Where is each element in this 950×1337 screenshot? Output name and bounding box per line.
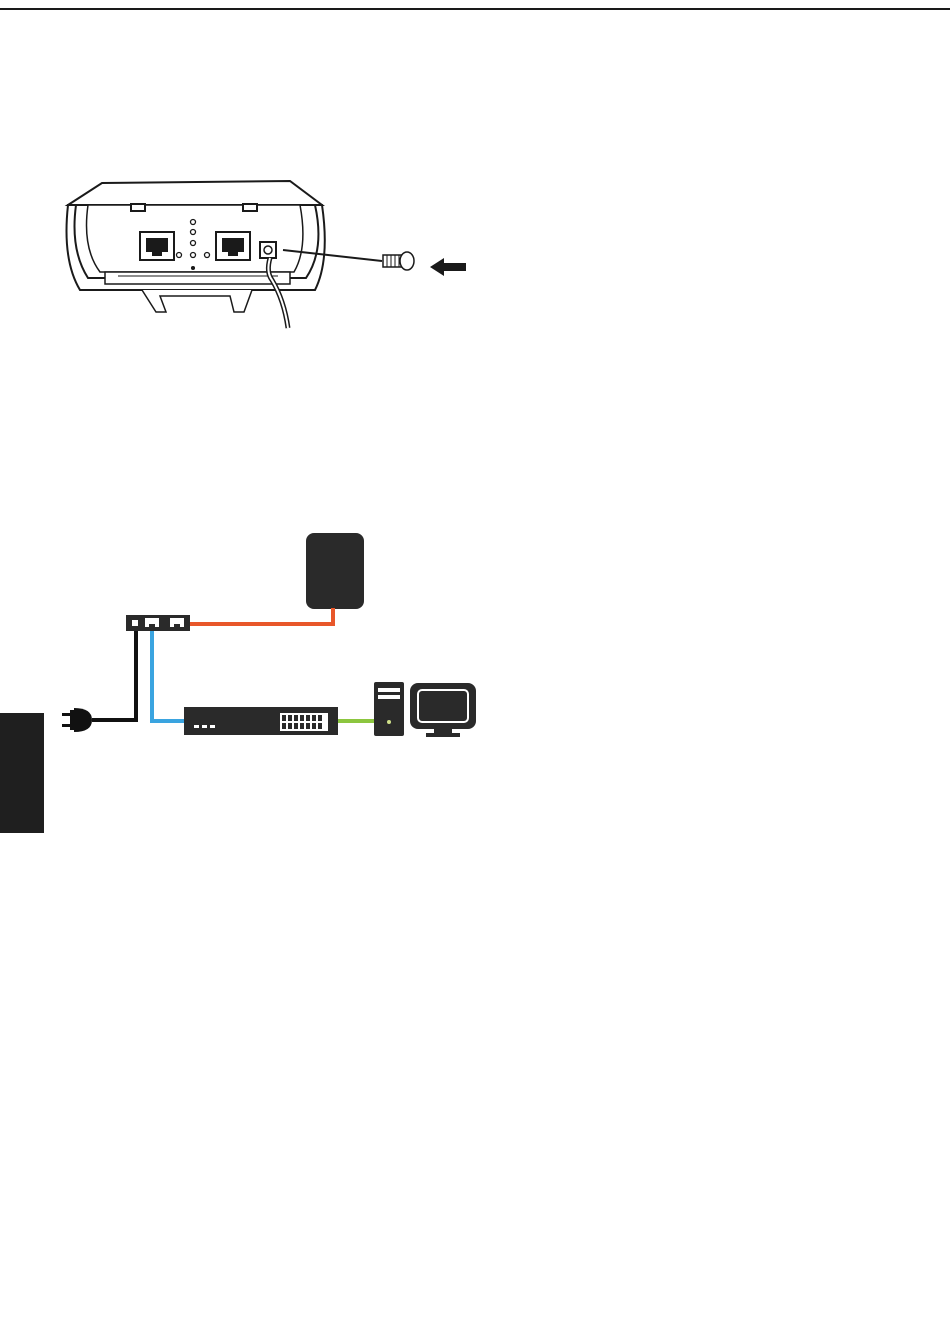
access-point-icon [306, 533, 364, 609]
poe-cable [190, 608, 333, 624]
figure-connection [0, 520, 950, 780]
poe-injector-icon [126, 615, 190, 631]
pc-tower-icon [374, 682, 404, 736]
top-rule [0, 0, 950, 20]
arrow-left-icon [430, 258, 466, 276]
lan-cable [152, 631, 186, 721]
access-point-ports-icon [67, 181, 325, 312]
monitor-icon [410, 683, 476, 737]
screw-icon [383, 252, 414, 270]
figure-grounding [0, 160, 950, 520]
ground-terminal-icon [260, 242, 276, 258]
switch-icon [184, 707, 338, 735]
power-plug-icon [62, 708, 92, 732]
rj45-port-icon [216, 232, 250, 260]
power-cable [92, 631, 136, 720]
rj45-port-icon [140, 232, 174, 260]
